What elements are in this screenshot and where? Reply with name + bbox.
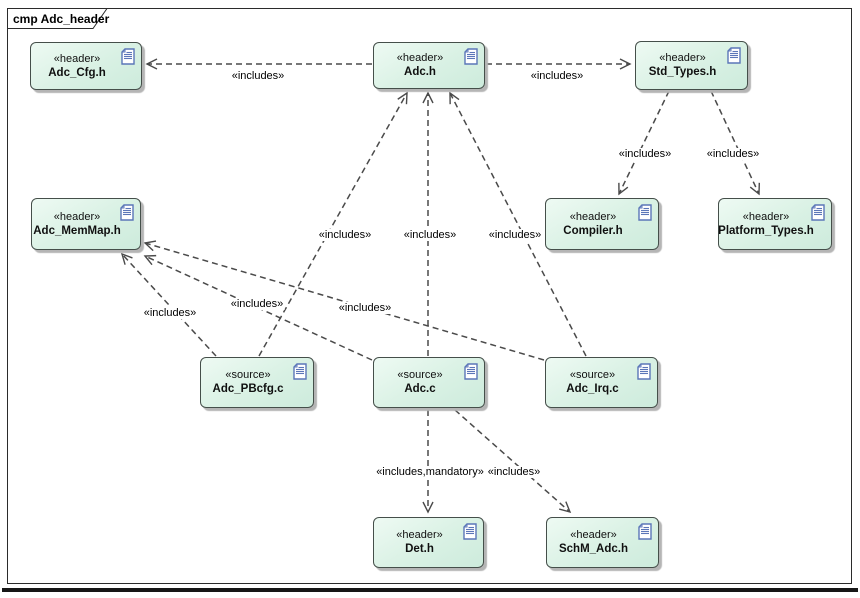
component-name: Compiler.h (563, 224, 623, 237)
component-name: Adc_MemMap.h (33, 224, 121, 237)
component-stereotype: «header» (742, 210, 790, 223)
document-icon (638, 204, 652, 221)
dependency-adc-c-to-schm-adc-h[interactable] (454, 409, 572, 514)
document-icon (464, 363, 478, 380)
dependency-label: «includes» (229, 298, 285, 310)
diagram-frame (7, 8, 852, 584)
document-icon (638, 523, 652, 540)
component-stereotype: «header» (569, 210, 617, 223)
component-adc-pbcfg-c[interactable]: «source» Adc_PBcfg.c (200, 357, 314, 408)
component-name: Adc_Cfg.h (48, 66, 106, 79)
dependency-label: «includes» (487, 229, 543, 241)
document-icon (727, 47, 741, 64)
dependency-label: «includes» (617, 148, 673, 160)
dependency-label: «includes» (529, 70, 585, 82)
component-stereotype: «header» (396, 52, 444, 64)
diagram-frame-tab: cmp Adc_header (7, 8, 110, 29)
component-name: Adc.c (404, 383, 436, 395)
component-name: Adc_Irq.c (566, 383, 619, 395)
dependency-label: «includes» (402, 229, 458, 241)
document-icon (120, 204, 134, 221)
dependency-std-types-h-to-compiler-h[interactable] (618, 90, 670, 196)
component-adc-memmap-h[interactable]: «header»Adc_MemMap.h (31, 198, 141, 250)
document-icon (811, 204, 825, 221)
component-name: Adc.h (404, 66, 436, 78)
dependency-label: «includes» (486, 466, 542, 478)
canvas-bottom-edge (2, 588, 858, 592)
component-stereotype: «source» (225, 369, 271, 381)
component-name: SchM_Adc.h (558, 543, 628, 555)
component-stereotype: «source» (397, 369, 443, 381)
component-name: Platform_Types.h (718, 224, 814, 237)
dependency-adc-pbcfg-c-to-adc-h[interactable] (258, 91, 408, 357)
component-stereotype: «header» (53, 210, 101, 223)
component-adc-h[interactable]: «header» Adc.h (373, 42, 485, 89)
component-stereotype: «header» (396, 529, 443, 541)
component-std-types-h[interactable]: «header» Std_Types.h (635, 41, 748, 90)
component-adc-cfg-h[interactable]: «header»Adc_Cfg.h (30, 42, 142, 90)
component-adc-c[interactable]: «source» Adc.c (373, 357, 485, 408)
component-name: Std_Types.h (648, 66, 717, 78)
component-name: Adc_PBcfg.c (212, 383, 284, 395)
dependency-std-types-h-to-platform-types-h[interactable] (710, 90, 761, 196)
dependency-label: «includes» (317, 229, 373, 241)
dependency-label: «includes» (337, 302, 393, 314)
component-stereotype: «header» (570, 529, 617, 541)
component-schm-adc-h[interactable]: «header» SchM_Adc.h (546, 517, 659, 568)
dependency-label: «includes» (142, 307, 198, 319)
document-icon (637, 363, 651, 380)
document-icon (293, 363, 307, 380)
dependency-label: «includes» (230, 70, 286, 82)
component-compiler-h[interactable]: «header»Compiler.h (545, 198, 659, 250)
dependency-adc-pbcfg-c-to-adc-memmap-h[interactable] (120, 252, 217, 357)
dependency-label: «includes» (705, 148, 761, 160)
dependency-label: «includes,mandatory» (375, 466, 485, 478)
component-name: Det.h (405, 543, 434, 555)
component-adc-irq-c[interactable]: «source» Adc_Irq.c (545, 357, 658, 408)
document-icon (121, 48, 135, 65)
component-stereotype: «source» (569, 369, 616, 381)
document-icon (464, 48, 478, 65)
document-icon (463, 523, 477, 540)
component-stereotype: «header» (659, 52, 706, 64)
component-platform-types-h[interactable]: «header»Platform_Types.h (718, 198, 832, 250)
diagram-title: cmp Adc_header (13, 12, 110, 26)
component-stereotype: «header» (53, 52, 101, 65)
component-det-h[interactable]: «header» Det.h (373, 517, 484, 568)
